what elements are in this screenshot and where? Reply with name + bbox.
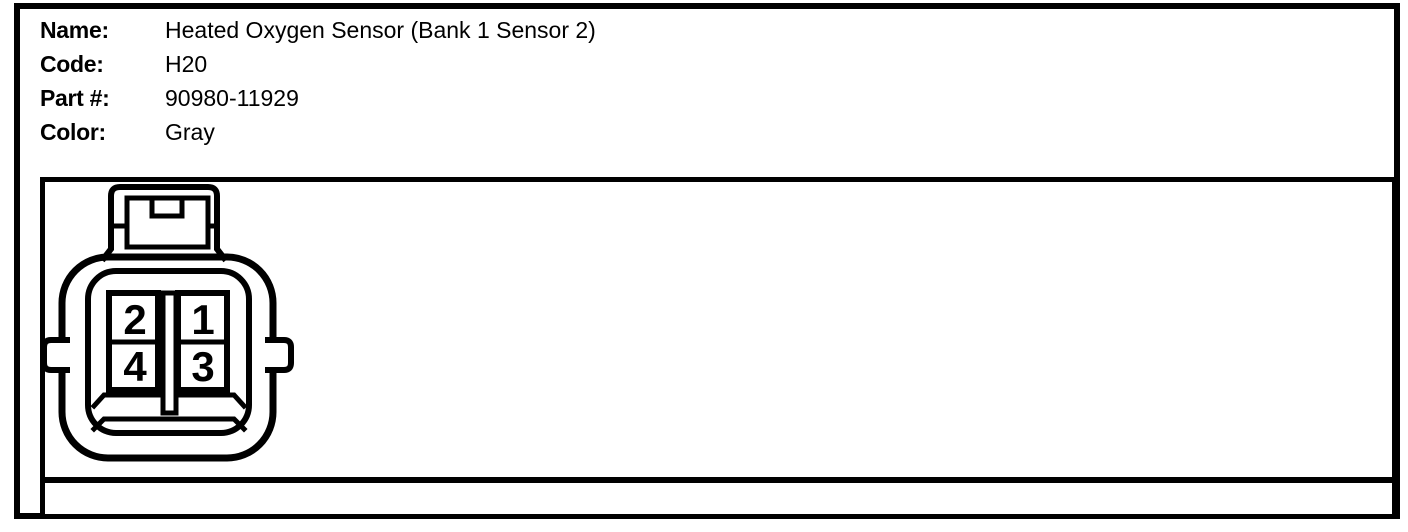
pin-number-bottom-right: 3 bbox=[191, 343, 214, 390]
field-row-code: Code: H20 bbox=[40, 47, 596, 81]
footer-divider bbox=[45, 477, 1392, 483]
field-value-color: Gray bbox=[165, 119, 215, 145]
pin-number-top-left: 2 bbox=[123, 296, 146, 343]
header-fields: Name: Heated Oxygen Sensor (Bank 1 Senso… bbox=[40, 13, 596, 149]
field-label-name: Name: bbox=[40, 17, 109, 43]
field-value-code: H20 bbox=[165, 51, 208, 77]
field-row-name: Name: Heated Oxygen Sensor (Bank 1 Senso… bbox=[40, 13, 596, 47]
field-label-code: Code: bbox=[40, 51, 104, 77]
field-value-name: Heated Oxygen Sensor (Bank 1 Sensor 2) bbox=[165, 17, 596, 43]
field-label-color: Color: bbox=[40, 119, 106, 145]
field-label-part-number: Part #: bbox=[40, 85, 110, 111]
diagram-box bbox=[40, 177, 1397, 519]
pin-number-bottom-left: 4 bbox=[123, 343, 147, 390]
field-value-part-number: 90980-11929 bbox=[165, 85, 299, 111]
left-ear bbox=[41, 337, 70, 373]
connector-face-diagram: 2 1 4 3 bbox=[41, 184, 294, 462]
field-row-part-number: Part #: 90980-11929 bbox=[40, 81, 596, 115]
bottom-slot-line bbox=[90, 416, 248, 433]
latch-notch bbox=[149, 198, 185, 219]
latch-inner-rect bbox=[124, 195, 211, 250]
cavity-outline bbox=[85, 268, 252, 436]
latch-outline bbox=[99, 184, 229, 263]
pin-number-top-right: 1 bbox=[191, 296, 214, 343]
field-row-color: Color: Gray bbox=[40, 115, 596, 149]
center-key-bar bbox=[160, 290, 179, 416]
right-ear bbox=[265, 337, 294, 373]
